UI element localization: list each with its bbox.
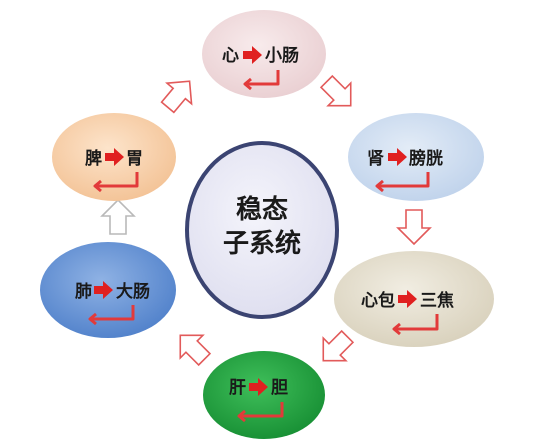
heart-cycle-arrow-icon	[243, 70, 280, 91]
arrow-pericardium-to-liver-icon	[311, 324, 360, 373]
node-kidney-to-label: 膀胱	[409, 148, 443, 169]
node-lung-from-label: 肺	[75, 282, 92, 302]
center-ellipse	[185, 141, 339, 319]
node-heart-ellipse	[202, 10, 326, 98]
spleen-cycle-arrow-icon	[93, 172, 139, 193]
arrow-kidney-to-pericardium-icon	[397, 209, 431, 245]
node-spleen: 脾 胃	[52, 113, 176, 201]
node-kidney-from-label: 肾	[367, 149, 384, 169]
arrow-heart-to-kidney-icon	[314, 69, 363, 118]
node-liver: 肝 胆	[203, 351, 325, 439]
node-heart-to-label: 小肠	[265, 46, 299, 66]
node-spleen-to-label: 胃	[126, 149, 143, 169]
arrow-lung-to-spleen-icon	[101, 199, 135, 235]
node-heart: 心 小肠	[202, 10, 326, 98]
arrow-liver-to-lung-icon	[168, 323, 217, 372]
center-title-line2: 子系统	[223, 228, 301, 259]
node-kidney-ellipse	[348, 113, 484, 201]
node-pericardium: 心包 三焦	[334, 251, 494, 347]
pericardium-cycle-arrow-icon	[392, 314, 439, 336]
node-heart-from-label: 心	[222, 46, 239, 66]
node-pericardium-from-label: 心包	[361, 290, 395, 311]
arrow-spleen-to-heart-icon	[154, 70, 203, 119]
node-liver-to-label: 胆	[271, 378, 288, 398]
kidney-cycle-arrow-icon	[375, 172, 430, 193]
liver-cycle-arrow-icon	[237, 402, 284, 423]
node-pericardium-to-label: 三焦	[420, 290, 454, 311]
node-lung: 肺 大肠	[40, 242, 176, 338]
node-liver-ellipse	[203, 351, 325, 439]
center-title-line1: 稳态	[236, 194, 288, 225]
lung-cycle-arrow-icon	[88, 305, 135, 326]
node-kidney: 肾 膀胱	[348, 113, 484, 201]
node-lung-to-label: 大肠	[116, 281, 150, 302]
center-node: 稳态 子系统	[185, 141, 339, 319]
node-spleen-from-label: 脾	[85, 148, 102, 169]
node-liver-from-label: 肝	[229, 378, 246, 398]
